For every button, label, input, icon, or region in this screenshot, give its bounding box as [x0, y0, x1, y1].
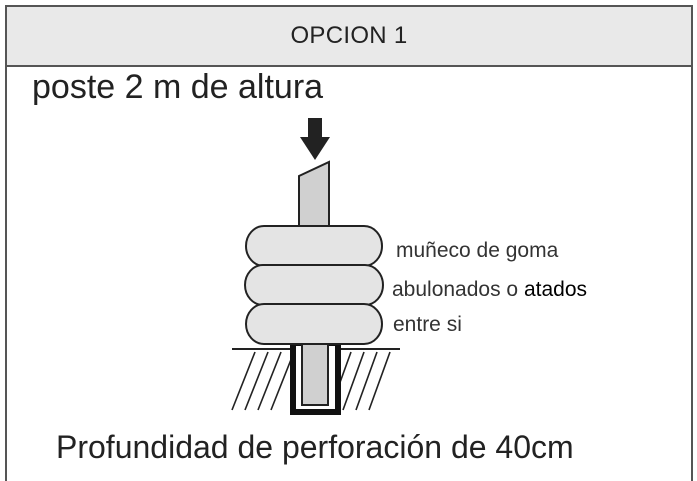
post-height-label: poste 2 m de altura — [32, 68, 324, 106]
tyre-label-line-2a: abulonados o — [392, 278, 524, 301]
post-top — [298, 160, 330, 229]
post-hole — [290, 340, 341, 415]
tyre-middle — [244, 264, 384, 306]
header-bar: OPCION 1 — [7, 7, 691, 67]
tyre-label-line-2b: atados — [523, 278, 588, 301]
tyre-label-line-3: entre si — [393, 313, 462, 336]
tyre-top — [245, 225, 383, 267]
drilling-depth-label: Profundidad de perforación de 40cm — [56, 429, 574, 465]
rubber-tyre-stack — [244, 225, 384, 345]
tyre-bottom — [245, 303, 383, 345]
down-arrow-icon — [300, 118, 330, 160]
tyre-label-line-2: abulonados o atados — [392, 278, 587, 302]
diagram-frame: OPCION 1 — [5, 5, 693, 481]
header-title: OPCION 1 — [290, 22, 408, 49]
tyre-label-line-1: muñeco de goma — [396, 239, 559, 262]
